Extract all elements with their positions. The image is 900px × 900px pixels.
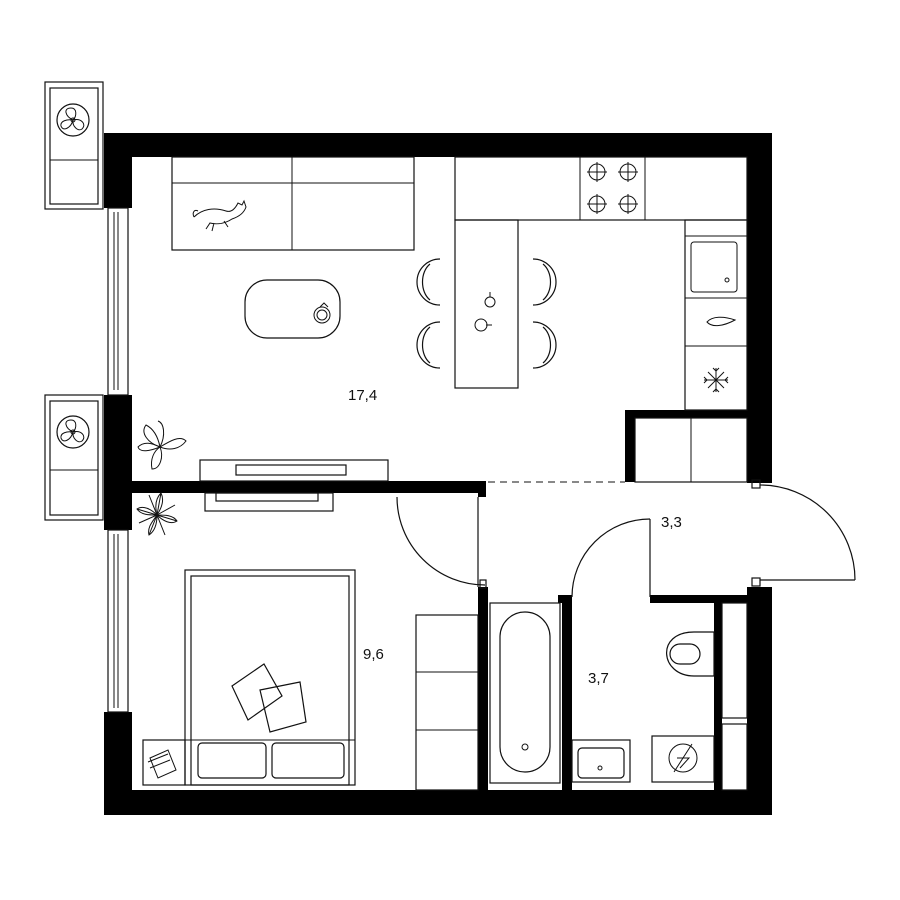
bathroom-door [571,518,651,598]
plant-icon [137,420,187,470]
entry-door [751,479,856,587]
washbasin [571,739,631,783]
nightstand [142,739,186,786]
room-area-bathroom: 3,7 [588,670,609,687]
fan-icon [56,415,90,449]
cup-icon [313,302,331,324]
bathtub [489,602,561,784]
bedroom-tv [204,492,334,512]
plant-icon [136,492,178,536]
coffee-table [244,279,341,339]
windows [107,207,129,713]
bed [184,569,356,786]
snowflake-icon [703,367,729,393]
toilet [666,631,715,677]
wardrobe [415,614,479,791]
shaft [721,602,748,791]
sink-icon [690,241,738,293]
stove-icon [587,162,638,214]
ac-unit-bottom [44,394,104,521]
pillow-icon [231,663,307,733]
room-area-bedroom: 9,6 [363,646,384,663]
washing-machine-icon [651,735,715,783]
tv-unit [199,459,389,482]
bedroom-door [396,496,487,589]
kitchen-counter [454,156,748,483]
cat-icon [192,199,247,232]
ac-unit-top [44,81,104,210]
fan-icon [56,103,90,137]
room-area-living: 17,4 [348,387,377,404]
water-drop-icon [706,316,737,327]
walls [104,133,772,815]
dining-table [416,219,557,389]
sofa [171,156,415,251]
room-area-hallway: 3,3 [661,514,682,531]
